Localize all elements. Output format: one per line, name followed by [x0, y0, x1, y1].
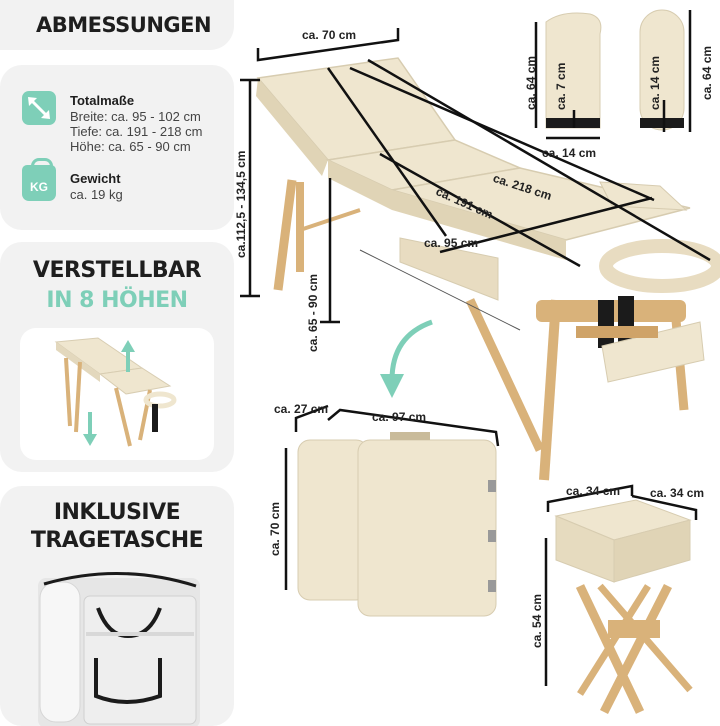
bag-line2: TRAGETASCHE — [30, 528, 204, 553]
weight-value: ca. 19 kg — [70, 187, 123, 202]
weight-icon-handle — [31, 158, 53, 170]
size-height: Höhe: ca. 65 - 90 cm — [70, 139, 191, 154]
weight-kg-icon-text: KG — [30, 180, 48, 194]
specs-panel: Totalmaße Breite: ca. 95 - 102 cm Tiefe:… — [0, 65, 234, 230]
resize-diagonal-icon — [22, 91, 56, 125]
curved-arrow-icon — [380, 319, 433, 398]
armrest-width-label: ca. 95 cm — [424, 236, 479, 250]
folded-width-label: ca. 97 cm — [372, 410, 427, 424]
page-title: ABMESSUNGEN — [36, 13, 212, 37]
folded-table — [297, 432, 497, 617]
stool — [554, 499, 693, 715]
stool-depth-label: ca. 34 cm — [650, 486, 705, 500]
table-dimension-lines — [240, 28, 711, 324]
mini-table-illustration — [54, 337, 177, 447]
half-bolster-depth-label: ca. 7 cm — [554, 62, 568, 110]
half-bolster-height-label: ca. 64 cm — [524, 55, 538, 110]
round-bolster-height-label: ca. 64 cm — [700, 45, 714, 100]
adjust-panel: VERSTELLBAR IN 8 HÖHEN — [0, 242, 234, 472]
adjust-line2: IN 8 HÖHEN — [46, 288, 188, 313]
size-width: Breite: ca. 95 - 102 cm — [70, 109, 201, 124]
half-bolster — [534, 12, 602, 140]
up-down-arrow-icon — [83, 340, 135, 446]
weight-title: Gewicht — [70, 171, 121, 186]
folded-depth-label: ca. 27 cm — [274, 402, 329, 416]
stool-height-label: ca. 54 cm — [530, 593, 544, 648]
adjust-image-card — [20, 328, 214, 460]
table-leg-height-label: ca. 65 - 90 cm — [306, 273, 320, 352]
folded-height-label: ca. 70 cm — [268, 501, 282, 556]
header-pill: ABMESSUNGEN — [0, 0, 234, 50]
half-bolster-width-label: ca. 14 cm — [542, 146, 597, 160]
folded-dimension-lines — [284, 404, 500, 590]
round-bolster-diameter-label: ca. 14 cm — [648, 55, 662, 110]
table-total-height-label: ca.112,5 - 134,5 cm — [234, 150, 248, 258]
bag-line1: INKLUSIVE — [53, 500, 181, 525]
weight-kg-icon: KG — [22, 165, 56, 201]
bag-panel: INKLUSIVE TRAGETASCHE — [0, 486, 234, 726]
stool-dimension-lines — [544, 484, 698, 686]
adjust-line1: VERSTELLBAR — [32, 258, 202, 283]
size-title: Totalmaße — [70, 93, 135, 108]
round-bolster — [639, 9, 692, 132]
table-width-label: ca. 70 cm — [302, 28, 357, 42]
size-depth: Tiefe: ca. 191 - 218 cm — [70, 124, 203, 139]
stool-width-label: ca. 34 cm — [566, 484, 621, 498]
